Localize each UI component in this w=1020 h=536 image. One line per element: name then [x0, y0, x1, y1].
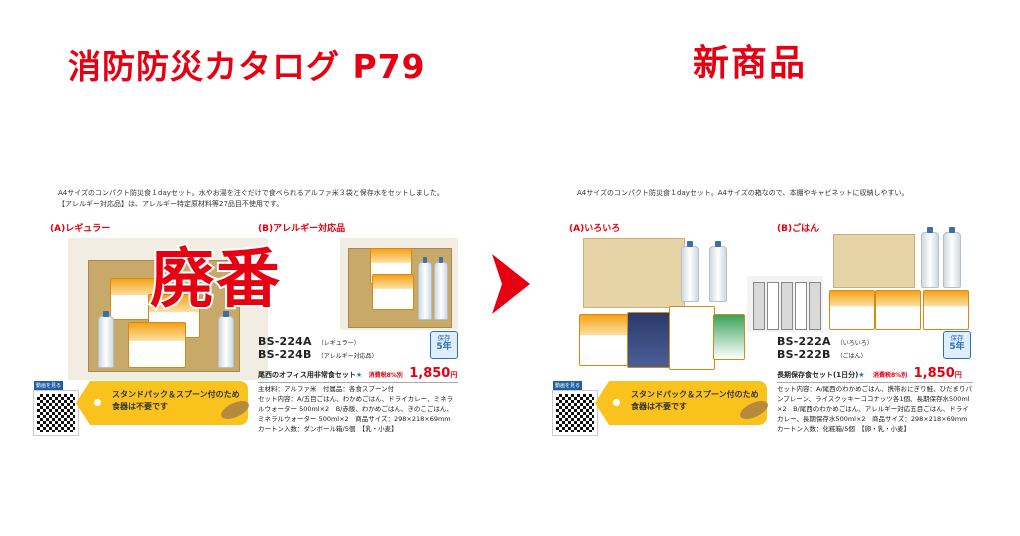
detail-line: ルウォーター 500ml×2 B/赤飯、わかめごはん、きのこごはん、: [258, 405, 453, 413]
cookie-pack: [713, 314, 745, 360]
video-link-label[interactable]: 動画を見る: [553, 381, 583, 390]
food-pack: [829, 290, 875, 330]
water-bottle: [921, 227, 939, 288]
price: 1,850: [913, 366, 955, 381]
badge-top-text: 保存: [437, 334, 451, 342]
gift-box: [833, 234, 915, 288]
detail-line: ミネラルウォーター 500ml×2 商品サイズ：298×218×69mm: [258, 415, 451, 423]
water-bottle: [434, 257, 448, 320]
product-photo-allergy: [340, 238, 458, 330]
variant-b-label: (B)ごはん: [777, 224, 820, 234]
food-pack: [128, 322, 186, 368]
product-code-b-note: （アレルギー対応品）: [317, 353, 378, 360]
tag-line: スタンドパック＆スプーン付のため: [631, 390, 759, 399]
video-link-label[interactable]: 動画を見る: [34, 381, 64, 390]
detail-line: ンプレーン、ライスクッキーココナッツ各1個、長期保存水500ml: [777, 395, 970, 403]
product-details: セット内容：A/尾西のわかめごはん、携帯おにぎり鮭、ひだまりパ ンプレーン、ライ…: [777, 384, 977, 434]
badge-bottom-text: 5年: [436, 342, 452, 352]
food-pack: [372, 274, 414, 310]
product-code-b: BS-222B: [777, 348, 831, 361]
product-codes: BS-222A （いろいろ） BS-222B （ごはん）: [777, 335, 873, 361]
food-pack: [923, 290, 969, 330]
detail-line: カートン入数：ダンボール箱/5個 【乳・小麦】: [258, 425, 398, 433]
feature-tag: スタンドパック＆スプーン付のため 食器は不要です: [76, 381, 252, 425]
product-code-a: BS-222A: [777, 335, 831, 348]
variant-a-label: (A)レギュラー: [50, 224, 111, 234]
detail-line: 主材料：アルファ米 付属品：各食スプーン付: [258, 385, 395, 393]
new-product-panel: A4サイズのコンパクト防災食１dayセット。A4サイズの箱なので、本棚やキャビネ…: [552, 188, 999, 438]
detail-line: セット内容：A/五目ごはん、わかめごはん、ドライカレー、ミネラ: [258, 395, 454, 403]
water-bottle: [681, 241, 699, 302]
star-icon: ★: [858, 371, 865, 379]
storage-badge: 保存 5年: [430, 331, 458, 359]
food-pack: [579, 314, 629, 366]
bread-pack: [669, 306, 715, 370]
tag-hole: [94, 399, 101, 406]
water-bottle: [218, 311, 234, 368]
set-name: 尾西のオフィス用非常食セット: [258, 371, 356, 379]
discontinued-stamp: 廃番: [148, 241, 282, 319]
product-codes: BS-224A （レギュラー） BS-224B （アレルギー対応品）: [258, 335, 378, 361]
catalog-page-heading: 消防防災カタログ P79: [68, 47, 426, 86]
price: 1,850: [409, 366, 451, 381]
product-photo-assorted: [577, 236, 747, 386]
detail-line: カレー、長期保存水500ml×2 商品サイズ：298×218×69mm: [777, 415, 968, 423]
product-intro: A4サイズのコンパクト防災食１dayセット。A4サイズの箱なので、本棚やキャビネ…: [577, 188, 997, 199]
onigiri-pack: [627, 312, 673, 368]
price-unit: 円: [450, 371, 458, 379]
intro-line: A4サイズのコンパクト防災食１dayセット。水やお湯を注ぐだけで食べられるアルフ…: [58, 189, 444, 197]
bookshelf-photo: [747, 276, 823, 332]
water-bottle: [943, 227, 961, 288]
product-code-a: BS-224A: [258, 335, 312, 348]
intro-line: A4サイズのコンパクト防災食１dayセット。A4サイズの箱なので、本棚やキャビネ…: [577, 189, 909, 197]
divider: [777, 382, 973, 383]
variant-a-label: (A)いろいろ: [569, 224, 621, 234]
book: [753, 282, 765, 330]
water-bottle: [418, 257, 432, 320]
new-product-heading: 新商品: [693, 43, 808, 84]
badge-top-text: 保存: [950, 334, 964, 342]
food-pack: [875, 290, 921, 330]
badge-bottom-text: 5年: [949, 342, 965, 352]
feature-tag: スタンドパック＆スプーン付のため 食器は不要です: [595, 381, 771, 425]
detail-line: セット内容：A/尾西のわかめごはん、携帯おにぎり鮭、ひだまりパ: [777, 385, 973, 393]
tag-hole: [613, 399, 620, 406]
tag-line: スタンドパック＆スプーン付のため: [112, 390, 240, 399]
discontinued-product-panel: A4サイズのコンパクト防災食１dayセット。水やお湯を注ぐだけで食べられるアルフ…: [33, 188, 480, 438]
tax-label: 消費税8%別: [873, 372, 908, 379]
set-name-row: 長期保存食セット(1日分)★ 消費税8%別 1,850円: [777, 366, 962, 381]
tag-line: 食器は不要です: [112, 402, 168, 411]
divider: [258, 382, 458, 383]
book: [795, 282, 807, 330]
qr-code[interactable]: [552, 390, 598, 436]
product-code-a-note: （レギュラー）: [317, 340, 360, 347]
product-code-b-note: （ごはん）: [836, 353, 867, 360]
water-bottle: [98, 311, 114, 368]
set-name: 長期保存食セット(1日分): [777, 371, 859, 379]
product-photo-rice: [829, 227, 969, 330]
book: [767, 282, 779, 330]
variant-b-label: (B)アレルギー対応品: [258, 224, 346, 234]
gift-box: [583, 238, 685, 308]
water-bottle: [709, 241, 727, 302]
set-name-row: 尾西のオフィス用非常食セット★ 消費税8%別 1,850円: [258, 366, 457, 381]
price-unit: 円: [954, 371, 962, 379]
book: [809, 282, 821, 330]
intro-line: 【アレルギー対応品】は、アレルギー特定原材料等27品目不使用です。: [58, 200, 284, 208]
product-photo-regular: [68, 238, 268, 380]
detail-line: カートン入数：化粧箱/5個 【卵・乳・小麦】: [777, 425, 911, 433]
tag-line: 食器は不要です: [631, 402, 687, 411]
product-details: 主材料：アルファ米 付属品：各食スプーン付 セット内容：A/五目ごはん、わかめご…: [258, 384, 458, 434]
product-code-a-note: （いろいろ）: [836, 340, 873, 347]
book: [781, 282, 793, 330]
storage-badge: 保存 5年: [943, 331, 971, 359]
right-arrow-icon: [492, 254, 530, 314]
star-icon: ★: [355, 371, 363, 379]
qr-code[interactable]: [33, 390, 79, 436]
product-intro: A4サイズのコンパクト防災食１dayセット。水やお湯を注ぐだけで食べられるアルフ…: [58, 188, 478, 210]
detail-line: ×2 B/尾西のわかめごはん、アレルギー対応五目ごはん、ドライ: [777, 405, 969, 413]
product-code-b: BS-224B: [258, 348, 312, 361]
tax-label: 消費税8%別: [368, 372, 403, 379]
